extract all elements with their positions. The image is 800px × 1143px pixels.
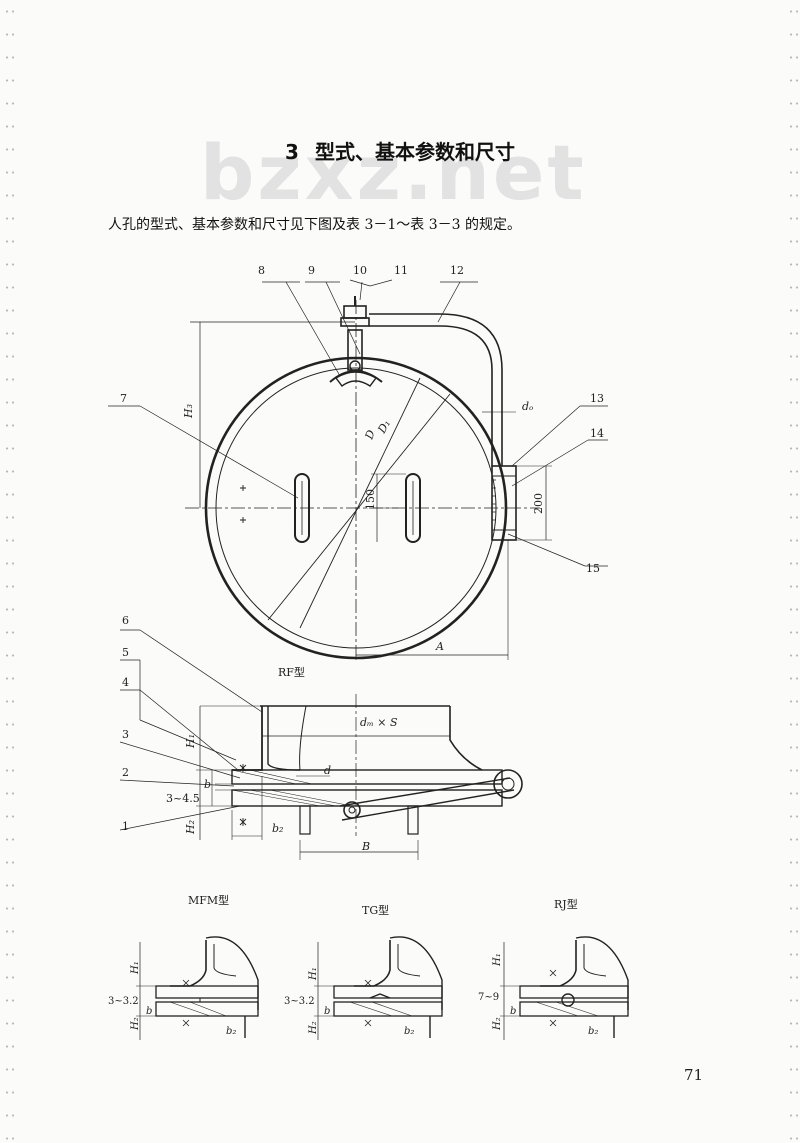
tg-h2: H₂	[308, 1021, 319, 1035]
callout-4: 4	[122, 676, 129, 689]
dim-d1: D₁	[375, 418, 393, 437]
intro-paragraph: 人孔的型式、基本参数和尺寸见下图及表 3－1～表 3－3 的规定。	[108, 217, 521, 233]
dim-b-large: B	[361, 840, 370, 853]
rj-title: RJ型	[554, 897, 578, 911]
callout-3: 3	[122, 728, 129, 741]
dim-dw: dₒ	[522, 400, 533, 413]
dim-d-small: d	[324, 764, 331, 777]
rf-labels: RF型 H₁ H₂ b 3~4.5 b₂ d dₘ × S B	[166, 665, 398, 853]
callout-labels: 8 9 10 11 12 7 13 14 15 6 5 4 3 2 1	[120, 264, 604, 833]
callout-11: 11	[394, 264, 408, 277]
mfm-h2: H₂	[130, 1017, 141, 1031]
section-number: 3	[285, 140, 299, 164]
rj-b: b	[510, 1006, 516, 1017]
dim-a: A	[435, 640, 444, 653]
callout-6: 6	[122, 614, 129, 627]
dim-150: 150	[364, 489, 377, 510]
mfm-b2: b₂	[226, 1026, 236, 1037]
page-right-edge	[788, 0, 798, 1143]
callout-8: 8	[258, 264, 265, 277]
rj-h1: H₁	[492, 953, 503, 967]
tg-title: TG型	[362, 903, 389, 917]
rf-section-view	[119, 629, 523, 860]
dim-dws: dₘ × S	[360, 716, 398, 729]
tg-b: b	[324, 1006, 330, 1017]
rj-h2: H₂	[492, 1017, 503, 1031]
tg-h1: H₁	[308, 967, 319, 981]
gap-mfm: 3~3.2	[108, 996, 139, 1007]
small-view-labels: MFM型 TG型 RJ型 3~3.2 3~3.2 7~9 H₁ H₂ b b₂ …	[108, 893, 598, 1037]
rj-section-view	[500, 936, 629, 1040]
dim-b2: b₂	[272, 822, 283, 835]
dim-200: 200	[532, 493, 545, 514]
callout-2: 2	[122, 766, 129, 779]
dim-h3: H₃	[182, 404, 195, 419]
dim-h2: H₂	[184, 820, 197, 835]
section-title: 型式、基本参数和尺寸	[314, 140, 515, 164]
gap-rf: 3~4.5	[166, 792, 200, 805]
dim-d: D	[362, 428, 378, 442]
mfm-h1: H₁	[130, 961, 141, 975]
page-number: 71	[684, 1066, 704, 1084]
callout-10: 10	[353, 264, 367, 277]
gap-tg: 3~3.2	[284, 996, 315, 1007]
page-left-edge	[4, 0, 14, 1143]
callout-12: 12	[450, 264, 464, 277]
rf-title: RF型	[278, 665, 305, 679]
section-heading: 3 型式、基本参数和尺寸	[0, 136, 800, 165]
callout-9: 9	[308, 264, 315, 277]
dim-b: b	[204, 778, 211, 791]
mfm-b: b	[146, 1006, 152, 1017]
mfm-title: MFM型	[188, 893, 229, 907]
callout-13: 13	[590, 392, 604, 405]
rj-b2: b₂	[588, 1026, 598, 1037]
mfm-section-view	[136, 936, 259, 1040]
callout-7: 7	[120, 392, 127, 405]
dim-h1: H₁	[184, 734, 197, 749]
callout-14: 14	[590, 427, 604, 440]
tg-b2: b₂	[404, 1026, 414, 1037]
gap-rj: 7~9	[478, 992, 499, 1003]
tg-section-view	[314, 936, 443, 1040]
callout-5: 5	[122, 646, 129, 659]
callout-1: 1	[122, 820, 129, 833]
main-view-dims: H₃ D D₁ dₒ 150 200 A	[182, 400, 545, 653]
main-view	[108, 279, 608, 660]
callout-15: 15	[586, 562, 600, 575]
